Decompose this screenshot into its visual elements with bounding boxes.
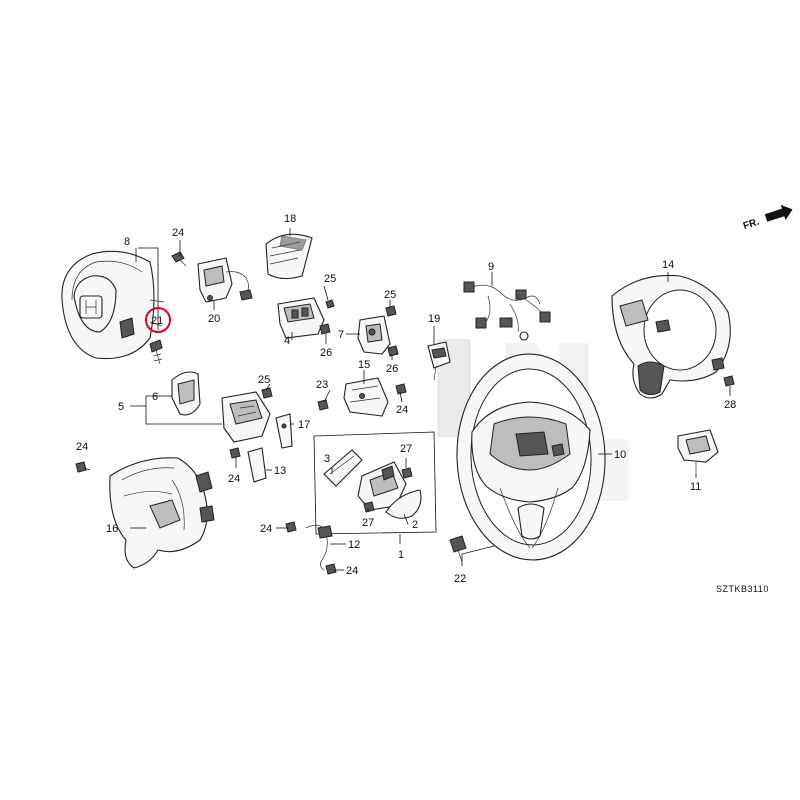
callout-25-a: 25 <box>324 273 336 285</box>
leader-lines <box>83 228 731 571</box>
arrow-icon <box>764 204 793 222</box>
callout-24-c: 24 <box>228 473 240 485</box>
callout-3: 3 <box>324 453 330 465</box>
bracket-11 <box>677 429 719 474</box>
callout-24-e: 24 <box>260 523 272 535</box>
callout-22: 22 <box>454 573 466 585</box>
screw-24-f <box>75 461 87 473</box>
callout-6: 6 <box>152 391 158 403</box>
screw-24-d <box>285 521 297 533</box>
callout-27-a: 27 <box>400 443 412 455</box>
bolt-22 <box>449 535 467 563</box>
callout-25-b: 25 <box>384 289 396 301</box>
callout-24-b: 24 <box>396 404 408 416</box>
callout-26-a: 26 <box>320 347 332 359</box>
lower-cover-14 <box>611 274 731 399</box>
bolt-21 <box>149 339 163 365</box>
callout-24-f: 24 <box>346 565 358 577</box>
switch-7 <box>357 315 391 355</box>
highlight-ring <box>145 307 171 333</box>
switch-4 <box>277 297 325 339</box>
screw-28 <box>723 375 735 387</box>
callout-23: 23 <box>316 379 328 391</box>
callout-11: 11 <box>690 481 701 493</box>
callout-2: 2 <box>412 519 418 531</box>
screw-26-b <box>387 345 399 357</box>
callout-21: 21 <box>151 315 163 327</box>
harness-12 <box>305 524 333 571</box>
screw-25-b <box>385 305 397 317</box>
bracket-15 <box>343 377 389 417</box>
callout-17: 17 <box>298 419 310 431</box>
callout-20: 20 <box>208 313 220 325</box>
bracket-13 <box>247 447 267 483</box>
callout-26-b: 26 <box>386 363 398 375</box>
connector-19 <box>427 341 451 381</box>
screw-23 <box>317 399 329 411</box>
callout-13: 13 <box>274 465 286 477</box>
screw-26-a <box>319 323 331 335</box>
callout-16: 16 <box>106 523 118 535</box>
callout-9: 9 <box>488 261 494 273</box>
callout-12: 12 <box>348 539 360 551</box>
callout-24-a: 24 <box>172 227 184 239</box>
screw-25-c <box>261 387 273 399</box>
callout-1: 1 <box>398 549 404 561</box>
callout-7: 7 <box>338 329 344 341</box>
callout-15: 15 <box>358 359 370 371</box>
callout-24-d: 24 <box>76 441 88 453</box>
callout-18: 18 <box>284 213 296 225</box>
screw-24-mid <box>395 383 407 395</box>
direction-label: FR. <box>742 217 761 233</box>
screw-25-a <box>325 299 335 309</box>
callout-8: 8 <box>124 236 130 248</box>
harness-9 <box>463 281 551 341</box>
screw-24-e <box>325 563 337 575</box>
callout-19: 19 <box>428 313 440 325</box>
callout-4: 4 <box>284 335 290 347</box>
rear-cover-16 <box>109 457 215 569</box>
callout-27-b: 27 <box>362 517 374 529</box>
steering-wheel-10 <box>456 353 606 561</box>
cover-18 <box>265 233 313 280</box>
airbag-module <box>61 250 165 360</box>
callout-14: 14 <box>662 259 674 271</box>
callout-10: 10 <box>614 449 626 461</box>
screw-24-c <box>229 447 241 459</box>
switch-5 <box>221 391 271 443</box>
callout-25-c: 25 <box>258 374 270 386</box>
direction-arrow: FR. <box>742 204 793 233</box>
bezel-6 <box>171 371 201 416</box>
screw-24-top <box>171 251 187 267</box>
diagram-code: SZTKB3110 <box>716 584 769 594</box>
assembly-1-box <box>313 431 437 535</box>
callout-labels: 8 24 21 20 18 25 4 26 7 25 26 9 19 15 23… <box>76 213 736 585</box>
callout-28: 28 <box>724 399 736 411</box>
callout-5: 5 <box>118 401 124 413</box>
bracket-17 <box>275 413 293 449</box>
bracket-20 <box>197 257 253 303</box>
